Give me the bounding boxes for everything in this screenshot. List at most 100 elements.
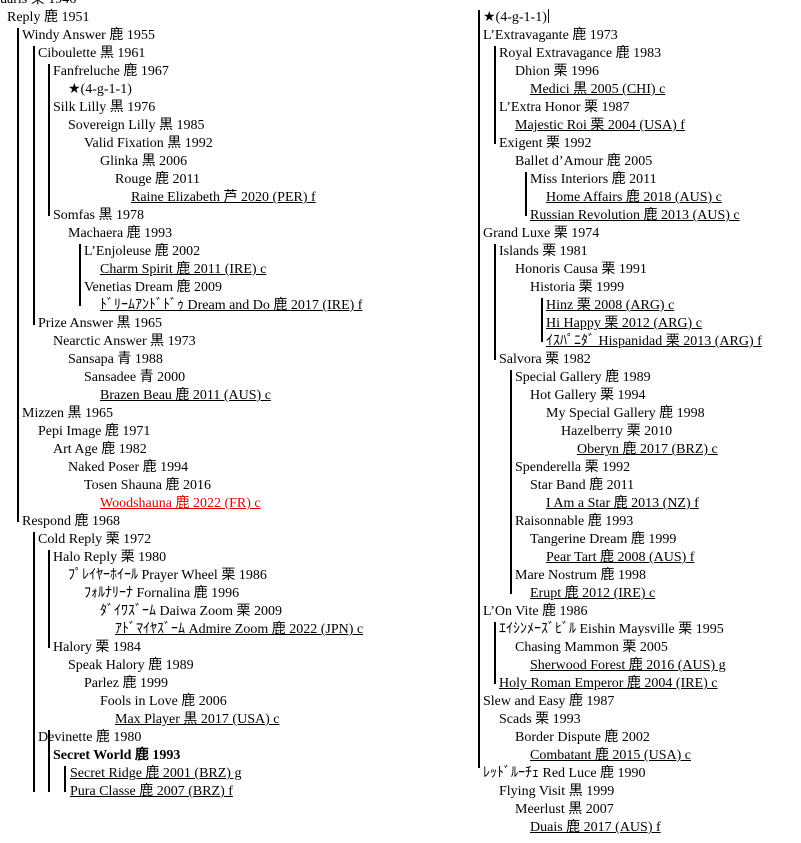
pedigree-entry: Ballet d’Amour 鹿 2005 <box>515 154 653 169</box>
pedigree-entry: Historia 栗 1999 <box>530 280 625 295</box>
pedigree-entry: Somfas 黒 1978 <box>53 208 144 223</box>
pedigree-entry: Fanfreluche 鹿 1967 <box>53 64 169 79</box>
pedigree-entry: Sansapa 青 1988 <box>68 352 163 367</box>
pedigree-entry: Secret Ridge 鹿 2001 (BRZ) g <box>70 766 242 781</box>
pedigree-entry: ｲｽﾊﾟﾆﾀﾞ Hispanidad 栗 2013 (ARG) f <box>546 334 762 349</box>
pedigree-entry: Dhion 栗 1996 <box>515 64 599 79</box>
pedigree-entry: Devinette 鹿 1980 <box>38 730 142 745</box>
pedigree-entry: Silk Lilly 黒 1976 <box>53 100 156 115</box>
tree-connector-line <box>494 244 496 360</box>
pedigree-entry: Majestic Roi 栗 2004 (USA) f <box>515 118 685 133</box>
pedigree-entry: Meerlust 黒 2007 <box>515 802 614 817</box>
pedigree-entry: Pear Tart 鹿 2008 (AUS) f <box>546 550 695 565</box>
pedigree-entry: Art Age 鹿 1982 <box>53 442 147 457</box>
pedigree-entry: Windy Answer 鹿 1955 <box>22 28 155 43</box>
pedigree-entry: Duais 鹿 2017 (AUS) f <box>530 820 661 835</box>
tree-connector-line <box>494 46 496 144</box>
pedigree-entry: Medici 黒 2005 (CHI) c <box>530 82 666 97</box>
pedigree-entry: Tangerine Dream 鹿 1999 <box>530 532 677 547</box>
pedigree-entry: Chasing Mammon 栗 2005 <box>515 640 668 655</box>
pedigree-entry: Max Player 黒 2017 (USA) c <box>115 712 280 727</box>
pedigree-entry: Machaera 鹿 1993 <box>68 226 173 241</box>
pedigree-entry: Exigent 栗 1992 <box>499 136 592 151</box>
pedigree-entry: Valid Fixation 黒 1992 <box>84 136 213 151</box>
pedigree-entry: Holy Roman Emperor 鹿 2004 (IRE) c <box>499 676 718 691</box>
pedigree-entry: ﾌﾟﾚｲﾔｰﾎｲｰﾙ Prayer Wheel 栗 1986 <box>68 568 267 583</box>
pedigree-entry: ★(4-g-1-1) <box>483 9 549 25</box>
pedigree-entry: Rouge 鹿 2011 <box>115 172 201 187</box>
pedigree-entry: ﾀﾞｲﾜｽﾞｰﾑ Daiwa Zoom 栗 2009 <box>100 604 282 619</box>
pedigree-entry: L’On Vite 鹿 1986 <box>483 604 588 619</box>
pedigree-entry: Special Gallery 鹿 1989 <box>515 370 651 385</box>
pedigree-entry: Sherwood Forest 鹿 2016 (AUS) g <box>530 658 726 673</box>
pedigree-entry: Spenderella 栗 1992 <box>515 460 631 475</box>
pedigree-entry: Parlez 鹿 1999 <box>84 676 168 691</box>
tree-connector-line <box>48 64 50 216</box>
pedigree-entry: uaris 栗 1946 <box>0 0 76 9</box>
pedigree-entry: Hi Happy 栗 2012 (ARG) c <box>546 316 702 331</box>
pedigree-entry: Raine Elizabeth 芦 2020 (PER) f <box>131 190 316 205</box>
pedigree-entry: Scads 栗 1993 <box>499 712 581 727</box>
pedigree-entry: Prize Answer 黒 1965 <box>38 316 163 331</box>
pedigree-entry: ★(4-g-1-1) <box>68 82 132 97</box>
pedigree-entry: Home Affairs 鹿 2018 (AUS) c <box>546 190 722 205</box>
pedigree-entry: Royal Extravagance 鹿 1983 <box>499 46 662 61</box>
pedigree-entry: Honoris Causa 栗 1991 <box>515 262 647 277</box>
pedigree-entry: Pura Classe 鹿 2007 (BRZ) f <box>70 784 233 799</box>
tree-connector-line <box>494 622 496 684</box>
pedigree-entry: Mizzen 黒 1965 <box>22 406 113 421</box>
pedigree-entry: Hazelberry 栗 2010 <box>561 424 673 439</box>
tree-connector-line <box>33 46 35 325</box>
pedigree-entry: Hinz 栗 2008 (ARG) c <box>546 298 675 313</box>
pedigree-entry: ﾚｯﾄﾞﾙｰﾁｪ Red Luce 鹿 1990 <box>483 766 646 781</box>
pedigree-entry: My Special Gallery 鹿 1998 <box>546 406 705 421</box>
text-cursor <box>547 9 549 23</box>
tree-connector-line <box>48 730 50 792</box>
pedigree-entry: Islands 栗 1981 <box>499 244 588 259</box>
pedigree-entry: Naked Poser 鹿 1994 <box>68 460 189 475</box>
pedigree-entry: Nearctic Answer 黒 1973 <box>53 334 196 349</box>
pedigree-entry: Combatant 鹿 2015 (USA) c <box>530 748 691 763</box>
pedigree-entry: Salvora 栗 1982 <box>499 352 591 367</box>
pedigree-entry: Cold Reply 栗 1972 <box>38 532 152 547</box>
pedigree-entry: Grand Luxe 栗 1974 <box>483 226 600 241</box>
tree-connector-line <box>541 298 543 342</box>
tree-connector-line <box>525 172 527 216</box>
pedigree-entry: ﾄﾞﾘｰﾑｱﾝﾄﾞﾄﾞｩ Dream and Do 鹿 2017 (IRE) f <box>100 298 363 313</box>
tree-connector-line <box>17 28 19 522</box>
pedigree-entry: Star Band 鹿 2011 <box>530 478 635 493</box>
pedigree-entry: Russian Revolution 鹿 2013 (AUS) c <box>530 208 740 223</box>
pedigree-entry: Mare Nostrum 鹿 1998 <box>515 568 647 583</box>
pedigree-entry: Tosen Shauna 鹿 2016 <box>84 478 211 493</box>
pedigree-entry: Secret World 鹿 1993 <box>53 748 181 763</box>
pedigree-entry: Sansadee 青 2000 <box>84 370 186 385</box>
pedigree-entry: Fools in Love 鹿 2006 <box>100 694 227 709</box>
pedigree-entry: Brazen Beau 鹿 2011 (AUS) c <box>100 388 271 403</box>
pedigree-entry: Slew and Easy 鹿 1987 <box>483 694 615 709</box>
pedigree-entry: Pepi Image 鹿 1971 <box>38 424 151 439</box>
tree-connector-line <box>79 244 81 306</box>
pedigree-entry: Halory 栗 1984 <box>53 640 141 655</box>
tree-connector-line <box>478 10 480 768</box>
pedigree-entry: Reply 鹿 1951 <box>7 10 90 25</box>
pedigree-entry: Charm Spirit 鹿 2011 (IRE) c <box>100 262 267 277</box>
pedigree-entry: I Am a Star 鹿 2013 (NZ) f <box>546 496 699 511</box>
pedigree-entry: L’Extravagante 鹿 1973 <box>483 28 618 43</box>
tree-connector-line <box>48 550 50 648</box>
pedigree-entry: Venetias Dream 鹿 2009 <box>84 280 223 295</box>
pedigree-entry: ﾌｫﾙﾅﾘｰﾅ Fornalina 鹿 1996 <box>84 586 240 601</box>
pedigree-entry: Flying Visit 黒 1999 <box>499 784 615 799</box>
pedigree-entry: ｴｲｼﾝﾒｰｽﾞﾋﾞﾙ Eishin Maysville 栗 1995 <box>499 622 724 637</box>
pedigree-entry: L’Enjoleuse 鹿 2002 <box>84 244 201 259</box>
pedigree-entry: Glinka 黒 2006 <box>100 154 188 169</box>
pedigree-entry: Border Dispute 鹿 2002 <box>515 730 650 745</box>
pedigree-entry: Speak Halory 鹿 1989 <box>68 658 194 673</box>
tree-connector-line <box>64 766 66 792</box>
pedigree-entry: Erupt 鹿 2012 (IRE) c <box>530 586 656 601</box>
pedigree-entry: Halo Reply 栗 1980 <box>53 550 167 565</box>
pedigree-entry: Ciboulette 黒 1961 <box>38 46 146 61</box>
pedigree-entry: Oberyn 鹿 2017 (BRZ) c <box>577 442 718 457</box>
pedigree-entry: Hot Gallery 栗 1994 <box>530 388 646 403</box>
pedigree-entry: Raisonnable 鹿 1993 <box>515 514 634 529</box>
pedigree-entry: ｱﾄﾞﾏｲﾔｽﾞｰﾑ Admire Zoom 鹿 2022 (JPN) c <box>115 622 364 637</box>
